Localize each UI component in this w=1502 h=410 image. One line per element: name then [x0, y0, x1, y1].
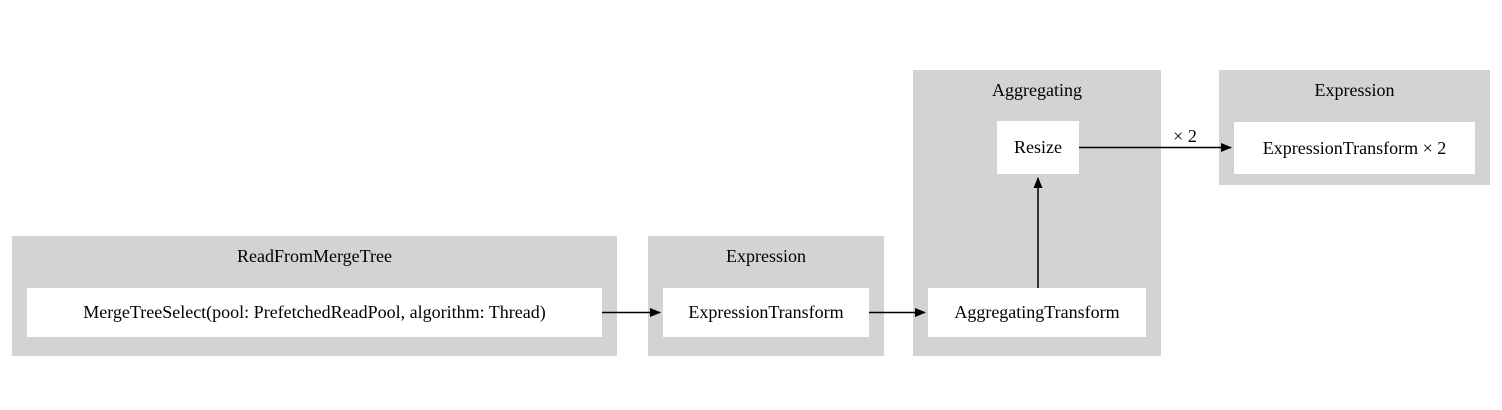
- cluster-aggregating: Aggregating Resize AggregatingTransform: [913, 70, 1161, 356]
- cluster-expression-2-title: Expression: [1314, 80, 1395, 100]
- cluster-expression-1: Expression ExpressionTransform: [648, 236, 884, 356]
- node-expressiontransform: ExpressionTransform: [663, 288, 869, 337]
- node-mergetreeselect: MergeTreeSelect(pool: PrefetchedReadPool…: [27, 288, 602, 337]
- node-aggregatingtransform: AggregatingTransform: [928, 288, 1146, 337]
- node-resize: Resize: [997, 121, 1079, 174]
- edge-label-x2: × 2: [1173, 126, 1197, 146]
- node-expressiontransform-x2: ExpressionTransform × 2: [1234, 122, 1475, 174]
- cluster-readfrommergetree-title: ReadFromMergeTree: [237, 246, 392, 266]
- cluster-readfrommergetree: ReadFromMergeTree MergeTreeSelect(pool: …: [12, 236, 617, 356]
- cluster-expression-1-title: Expression: [726, 246, 806, 266]
- cluster-expression-2: Expression ExpressionTransform × 2: [1219, 70, 1490, 185]
- cluster-aggregating-title: Aggregating: [992, 80, 1082, 100]
